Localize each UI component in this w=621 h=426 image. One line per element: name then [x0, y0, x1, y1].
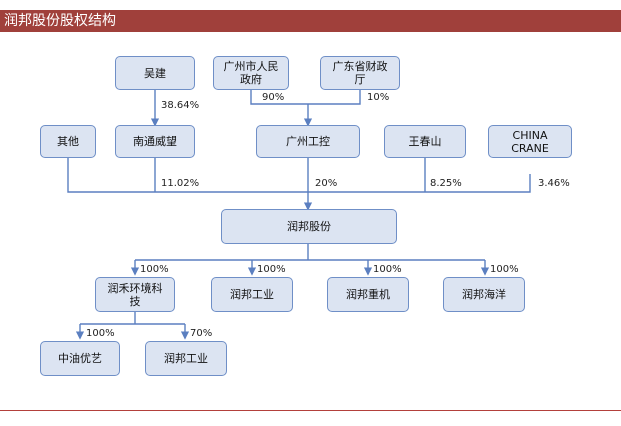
node-wujian: 吴建 — [115, 56, 195, 90]
figure-title: 润邦股份股权结构 — [4, 13, 116, 29]
node-nantong-weiwang: 南通威望 — [115, 125, 195, 158]
label-runbang-zhongji: 100% — [373, 264, 402, 275]
node-runbang-marine: 润邦海洋 — [443, 277, 525, 312]
label-wang-runbang: 8.25% — [430, 178, 462, 189]
label-wujian-nantong: 38.64% — [161, 100, 200, 111]
top-cropped-text — [0, 0, 621, 10]
footer-divider — [0, 410, 621, 411]
node-guangdong-finance: 广东省财政 厅 — [320, 56, 400, 90]
label-runbang-runhe: 100% — [140, 264, 169, 275]
node-wang-chunshan: 王春山 — [384, 125, 466, 158]
node-guangzhou-gongkong: 广州工控 — [256, 125, 360, 158]
label-runhe-gongye: 70% — [190, 328, 213, 339]
node-runbang-industry: 润邦工业 — [211, 277, 293, 312]
footer-cropped-source — [0, 418, 621, 426]
label-nantong-runbang: 11.02% — [161, 178, 200, 189]
label-runbang-gongye: 100% — [257, 264, 286, 275]
label-crane-runbang: 3.46% — [538, 178, 570, 189]
label-runbang-haiyang: 100% — [490, 264, 519, 275]
node-runbang-holdings: 润邦股份 — [221, 209, 397, 244]
edge-gzgov-join — [250, 90, 361, 105]
node-runhe-env-tech: 润禾环境科 技 — [95, 277, 175, 312]
ownership-diagram: 吴建 广州市人民 政府 广东省财政 厅 其他 南通威望 广州工控 王春山 CHI… — [0, 32, 621, 410]
node-zhongyou-youyi: 中油优艺 — [40, 341, 120, 376]
label-gzgov-gongkong: 90% — [262, 92, 285, 103]
node-guangzhou-government: 广州市人民 政府 — [213, 56, 289, 90]
connector-lines — [67, 90, 531, 340]
label-gongkong-runbang: 20% — [315, 178, 338, 189]
node-runbang-heavy-machinery: 润邦重机 — [327, 277, 409, 312]
label-gdfin-gongkong: 10% — [367, 92, 390, 103]
figure-title-bar: 润邦股份股权结构 — [0, 10, 621, 32]
edge-shareholder-bus — [67, 158, 531, 193]
node-others: 其他 — [40, 125, 96, 158]
label-runhe-zhongyou: 100% — [86, 328, 115, 339]
node-runbang-industry-2: 润邦工业 — [145, 341, 227, 376]
node-china-crane: CHINA CRANE — [488, 125, 572, 158]
